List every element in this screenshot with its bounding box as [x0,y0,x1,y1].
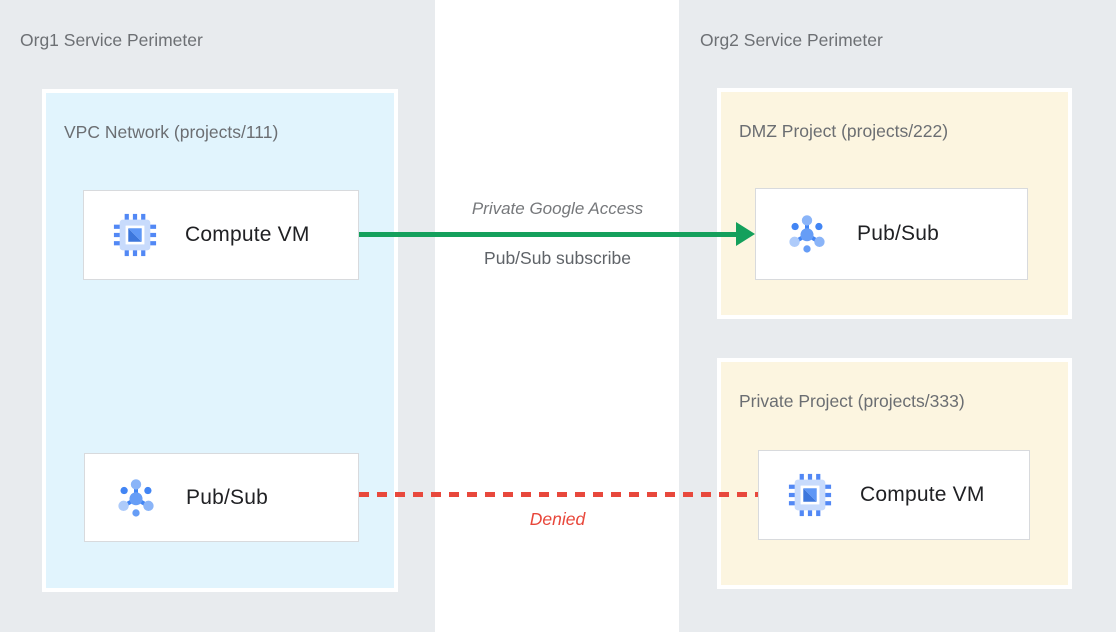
denied-label: Denied [529,509,586,529]
org2-perimeter-title: Org2 Service Perimeter [700,30,883,50]
org1-perimeter-title: Org1 Service Perimeter [20,30,203,50]
dmz-project-box: DMZ Project (projects/222) P [717,88,1072,319]
pubsub-icon [118,478,154,517]
denied-flow-dashed-line [359,492,758,497]
org2-pubsub-label: Pub/Sub [857,222,939,245]
allowed-flow-arrowhead-icon [736,222,755,246]
org1-compute-vm-node: Compute VM [83,190,359,280]
vpc-network-box: VPC Network (projects/111) Compute VM [42,89,398,592]
private-project-title: Private Project (projects/333) [739,391,965,411]
allowed-flow-arrow-line [359,232,738,237]
org2-pubsub-node: Pub/Sub [755,188,1028,280]
compute-engine-icon [113,213,157,257]
pubsub-icon [789,215,825,253]
private-google-access-label: Private Google Access [471,199,644,218]
compute-engine-icon [788,473,832,517]
org1-pubsub-node: Pub/Sub [84,453,359,542]
vpc-network-title: VPC Network (projects/111) [64,122,279,142]
org2-compute-vm-label: Compute VM [860,483,985,506]
org2-service-perimeter: Org2 Service Perimeter DMZ Project (proj… [679,0,1116,632]
org1-compute-vm-label: Compute VM [185,223,310,246]
org1-service-perimeter: Org1 Service Perimeter VPC Network (proj… [0,0,435,632]
pubsub-subscribe-label: Pub/Sub subscribe [484,248,631,268]
private-project-box: Private Project (projects/333) Compute V… [717,358,1072,589]
dmz-project-title: DMZ Project (projects/222) [739,121,949,141]
org1-pubsub-label: Pub/Sub [186,485,268,509]
org2-compute-vm-node: Compute VM [758,450,1030,540]
